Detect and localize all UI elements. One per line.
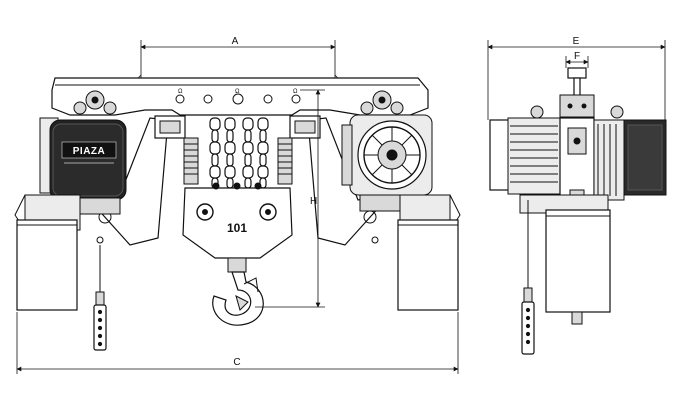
dimension-c: C <box>16 312 459 374</box>
top-girder: Ω Ω Ω <box>51 77 429 116</box>
svg-text:Ω: Ω <box>235 89 240 95</box>
svg-text:Ω: Ω <box>293 89 298 95</box>
left-control-box <box>14 194 81 311</box>
hook-block: 101 <box>182 182 293 273</box>
dimension-c-label: C <box>233 357 240 368</box>
dimension-a-label: A <box>232 36 239 47</box>
dimension-e-label: E <box>573 36 580 47</box>
left-hoist-motor: PIAZA <box>39 117 127 215</box>
side-control-box <box>519 194 611 325</box>
side-view: E F <box>487 36 667 355</box>
pendant-control <box>93 245 107 351</box>
right-trolley <box>360 90 404 115</box>
side-pendant <box>521 200 535 355</box>
front-view: A Ω Ω Ω <box>14 36 461 374</box>
model-number: 101 <box>227 221 247 235</box>
brand-logo-text: PIAZA <box>73 146 106 157</box>
beam-section <box>559 67 595 118</box>
right-control-box <box>397 194 461 311</box>
hook-icon <box>212 271 264 326</box>
dimension-f-label: F <box>574 51 580 62</box>
center-brackets <box>154 115 321 139</box>
load-chains <box>183 117 293 189</box>
dimension-e: E <box>487 36 666 120</box>
side-motor <box>489 105 667 209</box>
dimension-f: F <box>565 51 589 68</box>
left-trolley <box>73 90 117 115</box>
svg-text:Ω: Ω <box>178 89 183 95</box>
dimension-h: H <box>255 89 325 308</box>
right-hoist-motor <box>341 114 433 212</box>
dimension-h-label: H <box>310 196 317 207</box>
